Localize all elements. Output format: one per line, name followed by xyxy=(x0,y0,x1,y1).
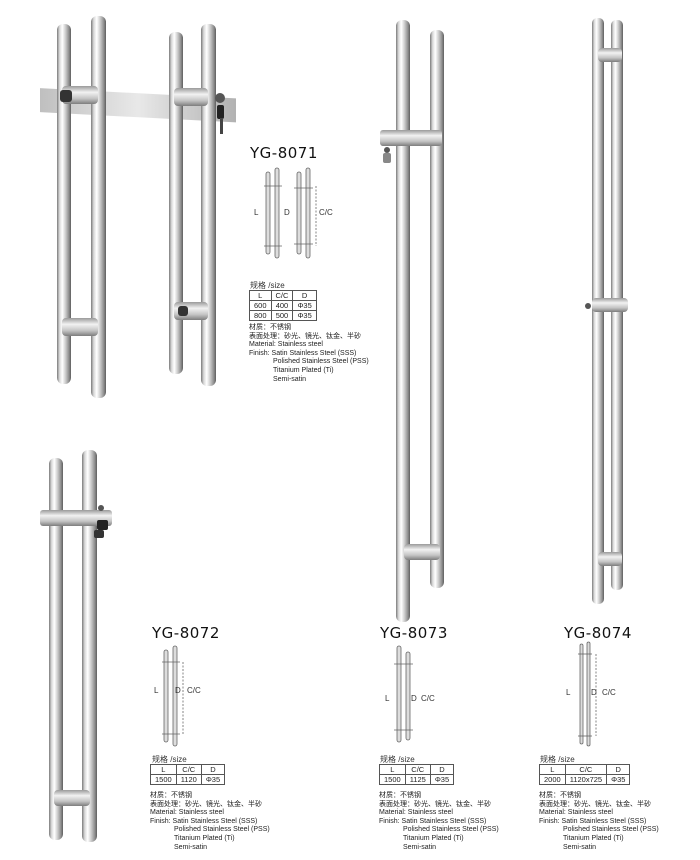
yg-8071-drawing xyxy=(264,167,317,259)
material-cn: 材质：不锈钢 xyxy=(150,792,192,799)
dim-label-d: D xyxy=(175,686,181,695)
cell: 1500 xyxy=(150,774,177,785)
finish-option: Titanium Plated (Ti) xyxy=(273,366,334,374)
header-l: L xyxy=(539,764,566,775)
header-d: D xyxy=(292,290,317,301)
cell: 1120 xyxy=(175,774,202,785)
header-l: L xyxy=(150,764,177,775)
finish-option: Semi-satin xyxy=(174,843,208,851)
yg-8071-photo xyxy=(40,16,236,398)
yg-8072-photo xyxy=(40,450,112,842)
yg-8073-photo xyxy=(380,20,444,622)
cell: 1125 xyxy=(404,774,431,785)
size-table-yg-8074: L C/C D 2000 1120x725 Φ35 xyxy=(539,764,631,785)
dim-label-l: L xyxy=(254,208,259,217)
cell: Φ35 xyxy=(292,310,317,321)
finish-cn: 表面处理：砂光、镜光、钛金、半砂 xyxy=(539,800,651,808)
cell: 1120x725 xyxy=(564,774,608,785)
size-table-yg-8073: L C/C D 1500 1125 Φ35 xyxy=(379,764,455,785)
finish-en: Finish: Satin Stainless Steel (SSS) xyxy=(379,817,487,825)
header-l: L xyxy=(379,764,406,775)
header-cc: C/C xyxy=(270,290,294,301)
finish-option: Polished Stainless Steel (PSS) xyxy=(563,826,659,834)
header-cc: C/C xyxy=(175,764,202,775)
model-title-yg-8071: YG-8071 xyxy=(250,144,318,162)
size-label: 规格 /size xyxy=(540,755,575,764)
dim-label-cc: C/C xyxy=(187,686,201,695)
spec-info-yg-8074: 材质：不锈钢 表面处理：砂光、镜光、钛金、半砂 Material: Stainl… xyxy=(539,792,659,852)
yg-8073-drawing xyxy=(394,645,413,743)
size-label: 规格 /size xyxy=(250,281,285,290)
finish-option: Semi-satin xyxy=(403,843,437,851)
cell: 400 xyxy=(270,300,294,311)
finish-option: Polished Stainless Steel (PSS) xyxy=(174,826,270,834)
material-cn: 材质：不锈钢 xyxy=(539,792,581,799)
spec-info-yg-8071: 材质：不锈钢 表面处理：砂光、镜光、钛金、半砂 Material: Stainl… xyxy=(249,324,369,384)
yg-8072-drawing xyxy=(162,645,184,747)
model-title-yg-8074: YG-8074 xyxy=(564,624,632,642)
material-en: Material: Stainless steel xyxy=(150,809,224,817)
cell: 800 xyxy=(249,310,272,321)
dim-label-cc: C/C xyxy=(319,208,333,217)
finish-option: Semi-satin xyxy=(563,843,597,851)
material-en: Material: Stainless steel xyxy=(539,809,613,817)
dim-label-l: L xyxy=(385,694,390,703)
size-table-yg-8071: L C/C D 600 400 Φ35 800 500 Φ35 xyxy=(249,290,317,321)
material-en: Material: Stainless steel xyxy=(249,341,323,349)
spec-info-yg-8073: 材质：不锈钢 表面处理：砂光、镜光、钛金、半砂 Material: Stainl… xyxy=(379,792,499,852)
header-cc: C/C xyxy=(564,764,608,775)
size-label: 规格 /size xyxy=(380,755,415,764)
spec-info-yg-8072: 材质：不锈钢 表面处理：砂光、镜光、钛金、半砂 Material: Stainl… xyxy=(150,792,270,852)
dim-label-cc: C/C xyxy=(421,694,435,703)
dim-label-l: L xyxy=(566,688,571,697)
header-d: D xyxy=(606,764,631,775)
cell: 500 xyxy=(270,310,294,321)
cell: 2000 xyxy=(539,774,566,785)
finish-option: Titanium Plated (Ti) xyxy=(174,834,235,842)
cell: Φ35 xyxy=(429,774,455,785)
header-d: D xyxy=(200,764,226,775)
finish-option: Titanium Plated (Ti) xyxy=(563,834,624,842)
dim-label-cc: C/C xyxy=(602,688,616,697)
finish-option: Titanium Plated (Ti) xyxy=(403,834,464,842)
material-cn: 材质：不锈钢 xyxy=(379,792,421,799)
header-d: D xyxy=(429,764,455,775)
dim-label-l: L xyxy=(154,686,159,695)
finish-option: Polished Stainless Steel (PSS) xyxy=(403,826,499,834)
finish-option: Polished Stainless Steel (PSS) xyxy=(273,358,369,366)
finish-cn: 表面处理：砂光、镜光、钛金、半砂 xyxy=(150,800,262,808)
finish-option: Semi-satin xyxy=(273,375,307,383)
yg-8074-photo xyxy=(585,18,628,604)
model-title-yg-8073: YG-8073 xyxy=(380,624,448,642)
dim-label-d: D xyxy=(284,208,290,217)
finish-cn: 表面处理：砂光、镜光、钛金、半砂 xyxy=(379,800,491,808)
cell: Φ35 xyxy=(200,774,226,785)
finish-en: Finish: Satin Stainless Steel (SSS) xyxy=(249,349,357,357)
header-l: L xyxy=(249,290,272,301)
dim-label-d: D xyxy=(411,694,417,703)
finish-cn: 表面处理：砂光、镜光、钛金、半砂 xyxy=(249,332,361,340)
material-cn: 材质：不锈钢 xyxy=(249,324,291,331)
cell: 600 xyxy=(249,300,272,311)
size-table-yg-8072: L C/C D 1500 1120 Φ35 xyxy=(150,764,226,785)
finish-en: Finish: Satin Stainless Steel (SSS) xyxy=(539,817,647,825)
header-cc: C/C xyxy=(404,764,431,775)
cell: 1500 xyxy=(379,774,406,785)
material-en: Material: Stainless steel xyxy=(379,809,453,817)
dim-label-d: D xyxy=(591,688,597,697)
cell: Φ35 xyxy=(292,300,317,311)
cell: Φ35 xyxy=(606,774,631,785)
model-title-yg-8072: YG-8072 xyxy=(152,624,220,642)
size-label: 规格 /size xyxy=(152,755,187,764)
finish-en: Finish: Satin Stainless Steel (SSS) xyxy=(150,817,258,825)
yg-8074-drawing xyxy=(578,641,597,747)
